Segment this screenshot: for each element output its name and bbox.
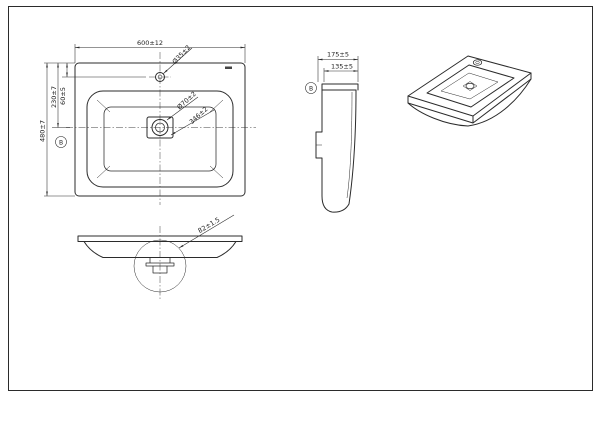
drain-dia-leader xyxy=(166,96,199,121)
faucet-hole-inner xyxy=(157,74,163,80)
bowl-corner-lines xyxy=(96,99,224,179)
front-rim xyxy=(77,235,243,242)
drain-center-dim-label: 230±7 xyxy=(50,86,58,108)
isometric-view xyxy=(407,55,532,127)
front-view: 82±1.5 xyxy=(77,214,243,300)
iso-underbody xyxy=(407,78,532,127)
section-marker-label: B xyxy=(59,139,63,146)
basin-dim-label: 346±2 xyxy=(188,105,210,126)
depth-dim-label: 175±5 xyxy=(327,51,349,59)
faucet-leader xyxy=(163,47,193,74)
bowl-opening xyxy=(86,90,234,188)
drain-trap xyxy=(145,257,175,274)
inner-depth-dim-label: 135±5 xyxy=(331,63,353,71)
section-marker-label: B xyxy=(309,85,313,92)
side-profile xyxy=(315,89,357,213)
section-marker-circle xyxy=(305,82,317,94)
basin-dim-leader xyxy=(170,109,215,136)
faucet-offset-dim-label: 60±5 xyxy=(59,87,67,105)
drawing-frame xyxy=(8,6,593,391)
outer-rim xyxy=(74,62,246,197)
left-extension-lines xyxy=(44,62,146,197)
side-inner-lines xyxy=(316,91,353,199)
side-deck xyxy=(321,83,359,91)
iso-drain-flange xyxy=(462,81,478,91)
iso-bowl-bottom xyxy=(440,72,499,100)
drain-flange xyxy=(146,116,174,139)
drain-hole-outer xyxy=(151,119,169,136)
iso-faucet-hole-inner xyxy=(475,61,480,64)
front-body xyxy=(83,241,237,258)
width-dim-label: 600±12 xyxy=(137,39,163,47)
iso-bowl-opening xyxy=(426,64,515,108)
faucet-dim-label: Ø35±2 xyxy=(171,44,193,66)
iso-drain xyxy=(465,82,475,90)
detail-leader xyxy=(178,214,235,249)
detail-circle xyxy=(133,239,187,293)
section-marker-circle xyxy=(55,136,67,148)
side-view: 175±5 135±5 B xyxy=(305,51,359,213)
drain-dia-label: Ø70±2 xyxy=(175,90,197,111)
height-dim-label: 480±7 xyxy=(39,120,47,142)
bowl-bottom xyxy=(103,106,217,172)
detail-dim-label: 82±1.5 xyxy=(197,216,222,235)
iso-rim-thickness xyxy=(407,72,532,124)
drain-hole-inner xyxy=(155,122,165,133)
logo-mark xyxy=(225,66,232,69)
faucet-hole xyxy=(155,72,165,82)
iso-faucet-hole xyxy=(472,59,483,66)
top-view: 600±12 Ø35±2 480±7 230±7 60±5 Ø70±2 346±… xyxy=(39,39,256,205)
